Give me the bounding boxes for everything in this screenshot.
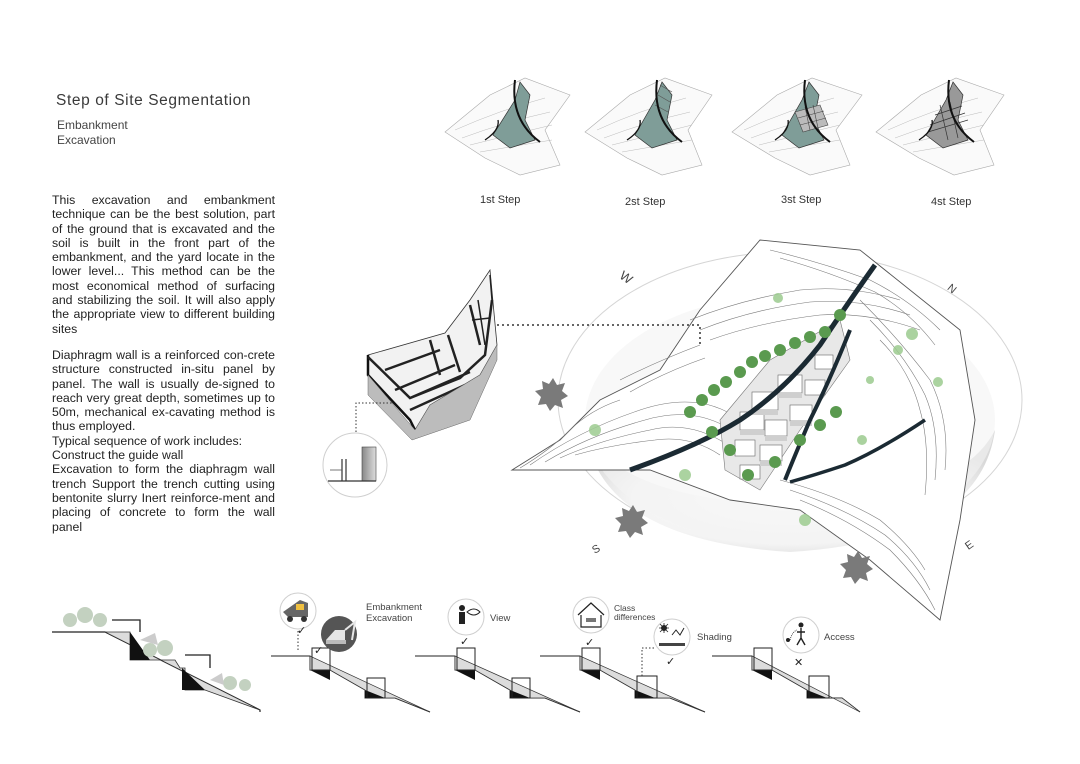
paragraph-line: Excavation to form the diaphragm wall tr… — [52, 462, 275, 534]
compass-south: S — [590, 542, 602, 556]
label-differences: differences — [614, 612, 656, 622]
step-thumbnail-2 — [584, 77, 713, 176]
wall-detail-diagram — [366, 268, 498, 441]
compass-west: W — [617, 268, 636, 288]
excavator-icon — [279, 592, 317, 630]
label-excavation: Excavation — [366, 613, 413, 624]
label-embankment: Embankment — [366, 602, 422, 613]
house-icon — [572, 596, 610, 634]
step-label-3: 3st Step — [781, 194, 822, 206]
check-icon: ✓ — [314, 645, 323, 657]
page-title: Step of Site Segmentation — [56, 92, 252, 109]
bulldozer-icon — [321, 616, 357, 652]
site-model — [510, 239, 1023, 621]
description-paragraph: This excavation and embankment technique… — [52, 193, 275, 336]
sun-icon — [840, 551, 873, 584]
paragraph-line: Construct the guide wall — [52, 448, 184, 463]
paragraph-line: Diaphragm wall is a reinforced con-crete… — [52, 348, 275, 434]
detail-leader — [497, 324, 701, 345]
check-icon: ✓ — [460, 636, 469, 648]
wall-section-icon — [322, 432, 388, 498]
step-label-2: 2st Step — [625, 196, 666, 208]
trees — [684, 309, 846, 481]
step-thumbnail-4 — [875, 77, 1005, 176]
check-icon: ✓ — [585, 637, 594, 649]
check-icon: ✓ — [666, 656, 675, 668]
section-diagram-view — [415, 647, 581, 713]
compass-north: N — [945, 282, 959, 296]
section-diagram-access — [712, 647, 861, 713]
step-label-4: 4st Step — [931, 196, 972, 208]
eye-icon — [447, 598, 485, 636]
label-view: View — [490, 613, 511, 624]
diaphragm-wall-lower — [789, 418, 926, 484]
check-icon: ✓ — [297, 625, 306, 637]
step-thumbnail-3 — [731, 77, 863, 176]
cross-icon: ✕ — [794, 657, 803, 669]
paragraph-line: Typical sequence of work includes: — [52, 433, 243, 448]
subtitle-excavation: Excavation — [57, 133, 116, 147]
section-diagram-general — [52, 607, 261, 712]
step-thumbnail-1 — [444, 77, 571, 176]
section-diagram-class — [540, 647, 706, 713]
label-shading: Shading — [697, 632, 732, 643]
subtitle-embankment: Embankment — [57, 118, 128, 132]
diaphragm-wall-upper — [629, 263, 878, 473]
sun-shading-icon — [653, 618, 691, 656]
contour-lines — [519, 249, 947, 611]
step-label-1: 1st Step — [480, 194, 521, 206]
compass-east: E — [963, 539, 976, 553]
sun-icon — [615, 505, 648, 538]
label-class: Class — [614, 603, 636, 613]
diaphragm-wall-paragraph: Diaphragm wall is a reinforced con-crete… — [52, 348, 275, 534]
walking-person-icon — [782, 616, 820, 654]
sun-icon — [535, 378, 568, 411]
label-access: Access — [824, 632, 855, 643]
diaphragm-wall-mid — [783, 329, 852, 481]
